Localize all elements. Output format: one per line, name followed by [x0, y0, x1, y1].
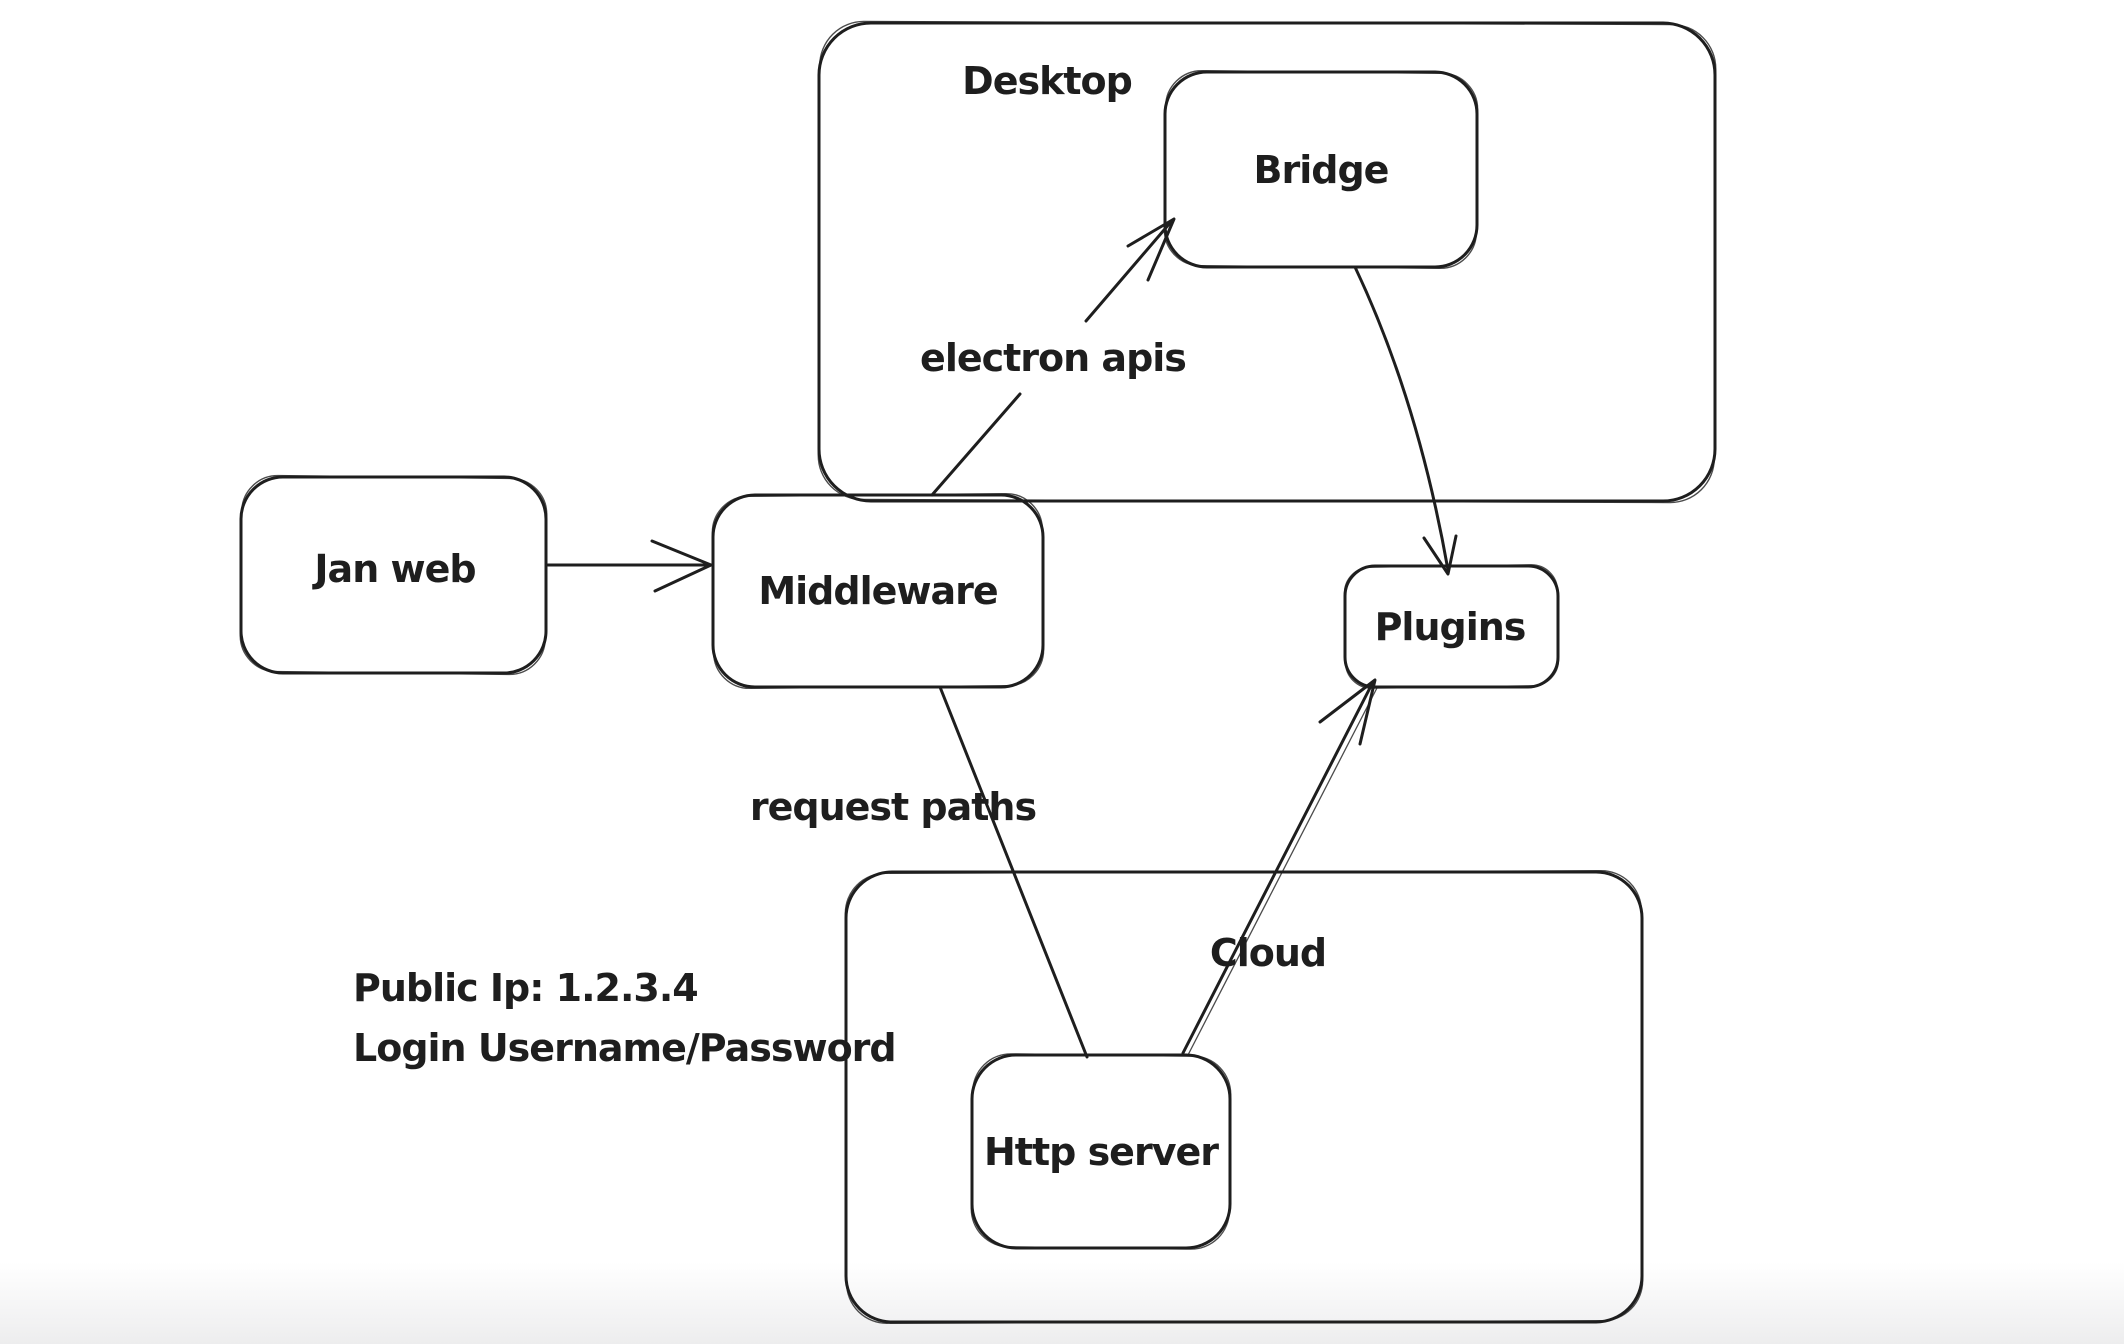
http-server-sketch-stroke	[970, 1053, 1232, 1250]
edge-line	[1181, 680, 1375, 1055]
node-jan-web[interactable]: Jan web	[239, 474, 548, 676]
node-http-server[interactable]: Http server	[970, 1053, 1232, 1250]
middleware-sketch-stroke	[711, 492, 1045, 690]
node-middleware[interactable]: Middleware	[711, 492, 1045, 690]
arrowhead-up-right-icon	[1126, 217, 1176, 282]
note-login-credentials[interactable]: Login Username/Password	[353, 1026, 897, 1070]
arrowhead-up-icon	[1318, 678, 1377, 746]
edge-line	[1353, 265, 1450, 572]
cloud-container-label[interactable]: Cloud	[1210, 931, 1327, 975]
edge-bridge-to-plugins[interactable]	[1353, 265, 1458, 576]
node-plugins[interactable]: Plugins	[1343, 564, 1560, 689]
edge-middleware-to-bridge[interactable]: electron apis	[920, 217, 1187, 497]
bridge-label: Bridge	[1254, 148, 1389, 192]
cloud-container-sketch-stroke	[844, 870, 1644, 1324]
edge-middleware-to-httpserver[interactable]: request paths	[750, 685, 1089, 1059]
edge-janweb-to-middleware[interactable]	[546, 539, 713, 593]
desktop-container-label[interactable]: Desktop	[962, 59, 1133, 103]
edge-line-sketch-stroke	[1187, 685, 1379, 1056]
container-cloud[interactable]: Cloud	[844, 870, 1644, 1324]
http-server-label: Http server	[984, 1130, 1219, 1174]
desktop-container-outline	[817, 21, 1717, 503]
note-public-ip[interactable]: Public Ip: 1.2.3.4	[353, 966, 699, 1010]
jan-web-label: Jan web	[311, 547, 475, 591]
arrowhead-right-icon	[650, 539, 713, 593]
middleware-label: Middleware	[758, 569, 997, 613]
container-desktop[interactable]: Desktop	[817, 20, 1717, 504]
edge-line-upper-segment	[1084, 221, 1172, 323]
node-bridge[interactable]: Bridge	[1163, 70, 1479, 269]
jan-web-sketch-stroke	[239, 474, 548, 676]
edge-label-request-paths[interactable]: request paths	[750, 785, 1037, 829]
edge-line-lower-segment	[930, 392, 1022, 497]
edge-line	[938, 685, 1089, 1059]
edge-label-electron-apis[interactable]: electron apis	[920, 336, 1187, 380]
arrowhead-down-icon	[1422, 534, 1458, 576]
plugins-label: Plugins	[1375, 605, 1526, 649]
edge-httpserver-to-plugins[interactable]	[1181, 678, 1379, 1056]
bridge-sketch-stroke	[1163, 70, 1479, 269]
desktop-container-sketch-stroke	[817, 20, 1717, 504]
